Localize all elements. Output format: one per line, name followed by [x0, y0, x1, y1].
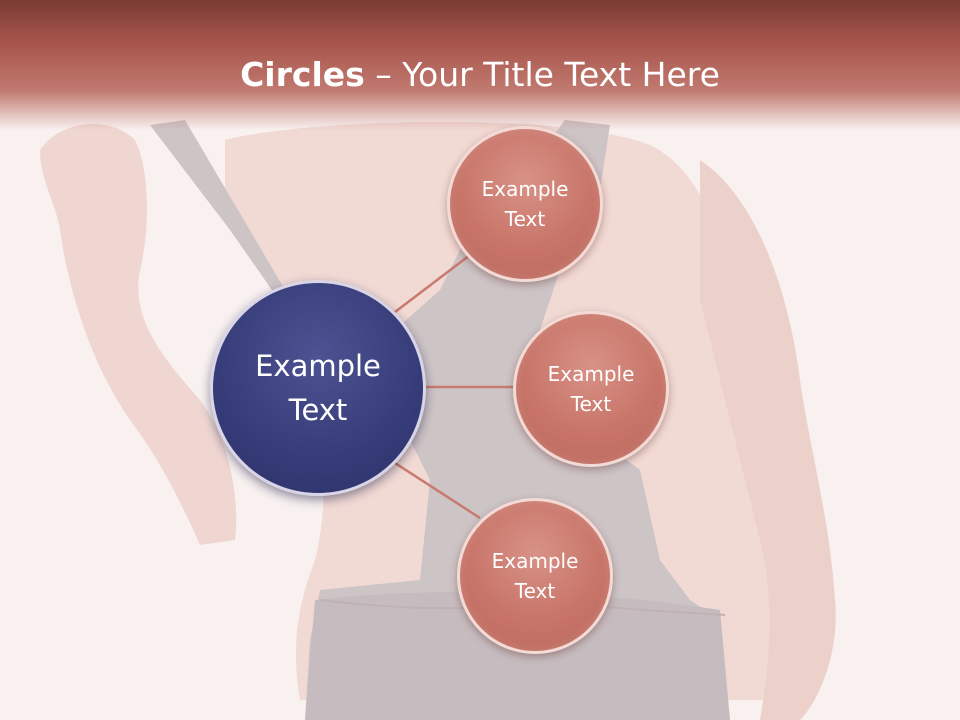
- node-circle-middle[interactable]: Example Text: [513, 311, 669, 467]
- node-top-line2: Text: [504, 207, 546, 231]
- node-middle-line1: Example: [547, 362, 635, 386]
- node-circle-middle-text: Example Text: [548, 359, 635, 419]
- title-rest-part: – Your Title Text Here: [364, 55, 720, 94]
- node-top-line1: Example: [481, 177, 569, 201]
- node-circle-top-text: Example Text: [482, 174, 569, 234]
- center-circle-text: Example Text: [255, 344, 381, 432]
- connector-bottom: [394, 461, 481, 520]
- node-circle-top[interactable]: Example Text: [447, 126, 603, 282]
- node-circle-bottom-text: Example Text: [492, 546, 579, 606]
- center-circle[interactable]: Example Text: [210, 280, 426, 496]
- title-bold-part: Circles: [240, 55, 365, 94]
- node-middle-line2: Text: [570, 392, 612, 416]
- slide-title: Circles – Your Title Text Here: [0, 52, 960, 98]
- node-bottom-line1: Example: [491, 549, 579, 573]
- connector-top: [394, 254, 471, 313]
- center-circle-line2: Text: [288, 393, 348, 427]
- node-bottom-line2: Text: [514, 579, 556, 603]
- center-circle-line1: Example: [255, 349, 381, 383]
- node-circle-bottom[interactable]: Example Text: [457, 498, 613, 654]
- title-bar: [0, 0, 960, 130]
